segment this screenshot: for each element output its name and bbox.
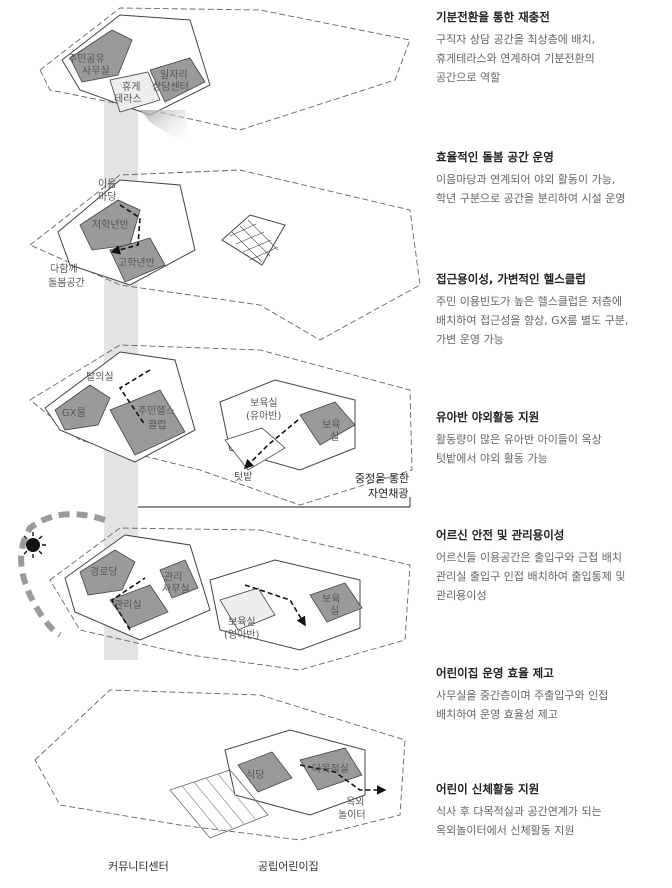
label-lower-grade: 저학년반 [92, 219, 129, 231]
bottom-label-daycare: 공립어린이집 [258, 860, 319, 873]
label-dining: 식당 [246, 769, 264, 781]
desc-body: 구직자 상담 공간을 최상층에 배치, 휴게테라스와 연계하여 기분전환의 공간… [436, 33, 596, 84]
room-management [109, 584, 169, 629]
desc-body: 사무실을 중간층이며 주출입구와 인접 배치하여 운영 효율성 제고 [436, 689, 609, 721]
label-management: 관리실 [114, 599, 142, 611]
label-playground: 놀이터 [338, 809, 366, 821]
room-childcare-toddler [219, 587, 276, 631]
desc-heading: 유아반 야외활동 지원 [436, 410, 540, 424]
label-multipurpose: 다목적실 [312, 763, 349, 775]
room-lower-grade [79, 199, 141, 251]
label-terrace: 테라스 [114, 93, 142, 105]
circulation-path [110, 204, 141, 255]
bottom-label-community: 커뮤니티센터 [108, 860, 169, 873]
desc-block-5: 어르신 안전 및 관리용이성 어르신들 이용공간은 출입구와 근접 배치 관리실… [436, 528, 668, 605]
desc-heading: 기분전환을 통한 재충전 [436, 10, 550, 24]
sun-icon [26, 538, 40, 552]
label-community-office-2: 사무실 [82, 65, 110, 77]
label-community-office: 주민공유 [68, 53, 105, 65]
room-office [69, 29, 133, 83]
label-care-2: 보육 [322, 593, 340, 605]
floor-3 [29, 344, 413, 508]
label-upper-grade: 고학년반 [118, 257, 155, 269]
room-terrace [109, 71, 161, 113]
desc-heading: 어린이집 운영 효율 제고 [436, 666, 554, 680]
label-care-room: 실 [330, 431, 339, 443]
label-consulting: 상담센터 [152, 81, 189, 93]
circulation-path [118, 369, 299, 468]
roof-solar-grid [229, 219, 279, 263]
label-care-room-2: 실 [330, 605, 339, 617]
desc-block-6: 어린이집 운영 효율 제고 사무실을 중간층이며 주출입구와 인접 배치하여 운… [436, 666, 668, 724]
desc-block-7: 어린이 신체활동 지원 식사 후 다목적실과 공간연계가 되는 옥외놀이터에서 … [436, 782, 668, 840]
label-health: 주민헬스 [138, 405, 175, 417]
room-admin-office [159, 559, 199, 599]
desc-body: 주민 이용빈도가 높은 헬스클럽은 저층에 배치하여 접근성을 향상, GX룸 … [436, 295, 629, 346]
floor-top [39, 7, 411, 148]
desc-body: 식사 후 다목적실과 공간연계가 되는 옥외놀이터에서 신체활동 지원 [436, 805, 602, 837]
site-boundary [49, 527, 411, 671]
desc-heading: 어린이 신체활동 지원 [436, 782, 540, 796]
floor-4 [18, 511, 411, 671]
building-outline-daycare [209, 559, 361, 651]
desc-heading: 효율적인 돌봄 공간 운영 [436, 150, 554, 164]
label-senior-center: 경로당 [90, 565, 118, 578]
label-together: 다함께 [50, 263, 78, 275]
label-childcare-toddler: (영아반) [224, 629, 260, 641]
site-boundary [34, 689, 406, 841]
label-changing-room: 탈의실 [86, 370, 114, 383]
desc-heading: 어르신 안전 및 관리용이성 [436, 528, 565, 542]
label-admin: 관리 [164, 571, 182, 583]
label-outdoor: 옥외 [346, 796, 364, 808]
label-rest: 휴게 [122, 81, 140, 93]
label-care: 보육 [322, 419, 340, 431]
label-ieum: 이음 [98, 178, 116, 190]
room-gx [54, 384, 111, 431]
courtyard-note-line2: 자연채광 [368, 487, 408, 500]
label-job: 일자리 [160, 69, 188, 81]
room-consulting [149, 57, 206, 103]
floor-2 [29, 169, 421, 341]
site-boundary [39, 7, 411, 131]
desc-body: 이음마당과 연계되어 야외 활동이 가능, 학년 구분으로 공간을 분리하여 시… [436, 173, 626, 205]
desc-body: 어르신들 이용공간은 출입구와 근접 배치 관리실 출입구 인접 배치하여 출입… [436, 551, 626, 602]
label-health-club: 클럽 [148, 419, 166, 431]
circulation-path [110, 577, 305, 630]
site-boundary [29, 169, 421, 341]
label-garden: 텃밭 [234, 471, 252, 483]
roof-solar [221, 214, 286, 266]
desc-heading: 접근용이성, 가변적인 헬스클럽 [436, 272, 586, 286]
room-childcare-small [309, 582, 363, 623]
room-health-club [109, 389, 186, 456]
sun-path-arc [18, 511, 106, 638]
desc-block-1: 기분전환을 통한 재충전 구직자 상담 공간을 최상층에 배치, 휴게테라스와 … [436, 10, 668, 87]
desc-block-2: 효율적인 돌봄 공간 운영 이음마당과 연계되어 야외 활동이 가능, 학년 구… [436, 150, 668, 208]
room-childcare-infant [299, 401, 356, 446]
desc-block-4: 유아반 야외활동 지원 활동량이 많은 유아반 아이들이 옥상 텃밭에서 야외 … [436, 410, 668, 468]
parking-lot [169, 769, 269, 839]
label-care-space: 돌봄공간 [48, 277, 85, 289]
label-childcare-kinder: (유아반) [246, 410, 282, 422]
room-senior-center [79, 549, 136, 596]
label-admin-office: 사무실 [162, 583, 190, 595]
label-gx-room: GX룸 [62, 407, 86, 419]
desc-block-3: 접근용이성, 가변적인 헬스클럽 주민 이용빈도가 높은 헬스클럽은 저층에 배… [436, 272, 668, 349]
desc-body: 활동량이 많은 유아반 아이들이 옥상 텃밭에서 야외 활동 가능 [436, 433, 602, 465]
parking-stalls [181, 773, 257, 833]
floor-bottom [34, 689, 406, 841]
circulation-path [299, 764, 387, 795]
courtyard-note-line1: 중정을 통한 [355, 472, 409, 485]
label-madang: 마당 [98, 191, 116, 203]
room-dining [237, 751, 293, 793]
light-beam [140, 110, 190, 148]
label-childcare-room-2: 보육실 [228, 616, 256, 628]
label-childcare-room: 보육실 [250, 397, 278, 409]
